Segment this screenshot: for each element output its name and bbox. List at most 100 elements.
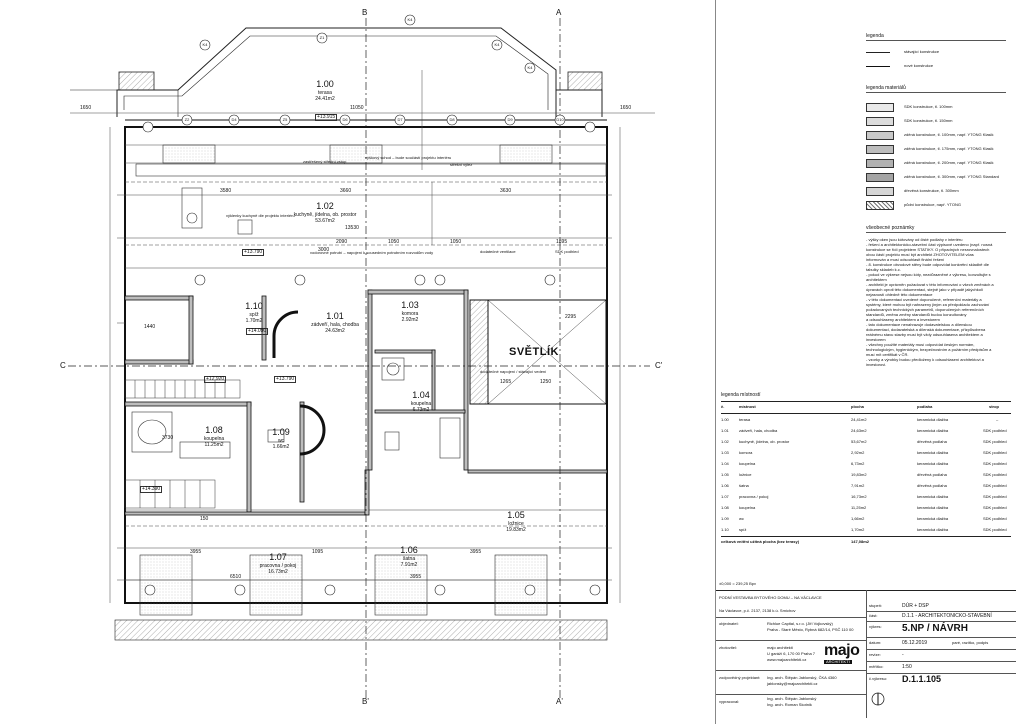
note-line: požadovaných technických parametrů, dopo… bbox=[866, 307, 984, 312]
legend-line-label: stávající konstrukce bbox=[904, 49, 940, 54]
dimension: 3580 bbox=[220, 188, 232, 194]
level-mark: +13.915 bbox=[315, 114, 338, 121]
grid-marker: D9 bbox=[507, 117, 513, 122]
grid-marker: D6 bbox=[342, 117, 348, 122]
field-value: - bbox=[902, 652, 904, 658]
section-c-left: C bbox=[60, 361, 66, 370]
section-b-top: B bbox=[362, 8, 368, 17]
dimension: 1650 bbox=[80, 105, 92, 111]
grid-marker: K4 bbox=[527, 65, 533, 70]
note-line: - architekt je oprávněn požadovat v této… bbox=[866, 282, 994, 287]
right-panel: legenda stávající konstrukce nové konstr… bbox=[715, 0, 1024, 724]
level-mark: +12.920 bbox=[204, 376, 227, 383]
dimension: 1050 bbox=[388, 239, 400, 245]
field-label: č.výkresu: bbox=[869, 676, 888, 681]
roof-windows bbox=[139, 144, 553, 616]
drafted-label: vypracoval: bbox=[719, 699, 740, 704]
note-line: investorovi. bbox=[866, 362, 887, 367]
materials-title: legenda materiálů bbox=[866, 85, 906, 91]
material-label: SDK konstrukce, tl. 150mm bbox=[904, 118, 953, 123]
contractor-label: zhotovitel: bbox=[719, 645, 738, 650]
drafted-name: Ing. arch. Štěpán Jablonský bbox=[767, 696, 817, 701]
dimension: 150 bbox=[200, 516, 209, 522]
drafted-name: Ing. arch. Roman Skotnik bbox=[767, 702, 812, 707]
dimension-lines bbox=[70, 70, 655, 603]
grid-marker: D10 bbox=[556, 117, 564, 122]
material-label: SDK konstrukce, tl. 100mm bbox=[904, 104, 953, 109]
material-label: zděná konstrukce, tl. 100mm, např. YTONG… bbox=[904, 132, 994, 137]
designer-email: jablonsky@majoarchitekti.cz bbox=[767, 681, 818, 686]
material-swatch bbox=[866, 103, 894, 112]
col-header: podlaha bbox=[917, 404, 933, 409]
title-block: ±0,000 = 239,25 Bpv PODNÍ VESTAVBA BYTOV… bbox=[716, 582, 1016, 718]
plan-note: vodorovné potrubí – napojení k sousedním… bbox=[310, 250, 434, 255]
col-header: plocha bbox=[851, 404, 864, 409]
curved-walls bbox=[272, 310, 326, 456]
field-label: část: bbox=[869, 613, 878, 618]
level-mark: +14.090 bbox=[246, 328, 269, 335]
note-line: - výšky oken jsou kótovány od čisté podl… bbox=[866, 237, 963, 242]
dimension: 11050 bbox=[350, 105, 364, 111]
dimension: 3000 bbox=[318, 247, 330, 253]
note-line: dokumentaci, dodavatelská a dílenská dok… bbox=[866, 327, 986, 332]
field-label: datum: bbox=[869, 640, 882, 645]
note-line: - řešení a architektonicko-stavební část… bbox=[866, 242, 993, 247]
drawing-title: 5.NP / NÁVRH bbox=[902, 623, 968, 634]
note-line: a odsouhlaseny architektem a investorem bbox=[866, 317, 940, 322]
field-value: 1:50 bbox=[902, 664, 912, 670]
plan-note: SDK podhled bbox=[555, 249, 579, 254]
staircase bbox=[124, 379, 241, 509]
field-value: DÚR + DSP bbox=[902, 603, 929, 609]
dimension: 6510 bbox=[230, 574, 242, 580]
partition-walls bbox=[124, 289, 608, 516]
total-label: celková vnitřní užitná plocha (bez teras… bbox=[721, 539, 800, 544]
material-swatch bbox=[866, 145, 894, 154]
note-line: nejasností ohledně této dokumentace bbox=[866, 292, 933, 297]
material-label: zděná konstrukce, tl. 300mm, např. YTONG… bbox=[904, 174, 1000, 179]
company-logo-sub: ARCHITEKTI bbox=[824, 659, 852, 664]
material-label: půdní konstrukce, např. YTONG bbox=[904, 202, 961, 207]
kitchen-furniture bbox=[135, 163, 607, 235]
note-line: - pokud ve výkrese nejsou kóty, nezdůraz… bbox=[866, 272, 991, 277]
col-header: strop bbox=[989, 404, 999, 409]
designer-name: Ing. arch. Štěpán Jablonský, ČKA 4360 bbox=[767, 675, 837, 680]
dimension: 3630 bbox=[500, 188, 512, 194]
note-line: tabulky skladeb k.c. bbox=[866, 267, 901, 272]
note-line: obou částí projektu musí být architekt Z… bbox=[866, 252, 974, 257]
floor-plan bbox=[68, 14, 655, 700]
note-line: musí mít certifikát v ČR. bbox=[866, 352, 909, 357]
plan-note: výklenky kuchyně dle projektu interiéru bbox=[226, 213, 295, 218]
section-b-bottom: B' bbox=[362, 697, 369, 706]
note-line: informován a musí odsouhlasit finální ře… bbox=[866, 257, 945, 262]
note-line: investorem bbox=[866, 337, 886, 342]
section-a-top: A bbox=[556, 8, 562, 17]
note-line: technologickým, hygienickým, bezpečnostn… bbox=[866, 347, 992, 352]
note-line: - vzorky a výrobky budou předloženy k od… bbox=[866, 357, 984, 362]
dimension: 3955 bbox=[190, 549, 202, 555]
material-swatch bbox=[866, 187, 894, 196]
investor-address: Praha - Staré Město, Rybná 682/14, PSČ 1… bbox=[767, 627, 854, 632]
material-swatch bbox=[866, 159, 894, 168]
plan-note: dodatečné ventilace bbox=[480, 249, 516, 254]
legend-title: legenda bbox=[866, 33, 884, 39]
format-note: paré, razítko, podpis bbox=[952, 640, 989, 645]
field-label: revize: bbox=[869, 652, 881, 657]
note-line: - tato dokumentace nenahrazuje dodavatel… bbox=[866, 322, 972, 327]
grid-marker: D8 bbox=[449, 117, 455, 122]
bathroom-fixtures bbox=[131, 357, 461, 459]
section-lines bbox=[68, 18, 650, 700]
material-label: zděná konstrukce, tl. 200mm, např. YTONG… bbox=[904, 160, 994, 165]
dimension: 3955 bbox=[410, 574, 422, 580]
dimension: 1250 bbox=[540, 379, 552, 385]
plan-note: výškový schod – bude součástí projektu i… bbox=[365, 155, 452, 160]
plan-note: střešní výlez bbox=[450, 162, 473, 167]
rooms-table-title: legenda místností bbox=[721, 392, 761, 398]
section-c-right: C' bbox=[655, 361, 663, 370]
skylight-label: SVĚTLÍK bbox=[509, 346, 559, 358]
material-label: zděná konstrukce, tl. 175mm, např. YTONG… bbox=[904, 146, 994, 151]
note-line: konstrukce se řídí projektem STATIKY. O … bbox=[866, 247, 990, 252]
project-name: PODNÍ VESTAVBA BYTOVÉHO DOMU – NA VÁCLAV… bbox=[719, 595, 822, 600]
grid-marker: D7 bbox=[397, 117, 403, 122]
note-line: systémy, které mohou být nahrazeny jiným… bbox=[866, 302, 990, 307]
